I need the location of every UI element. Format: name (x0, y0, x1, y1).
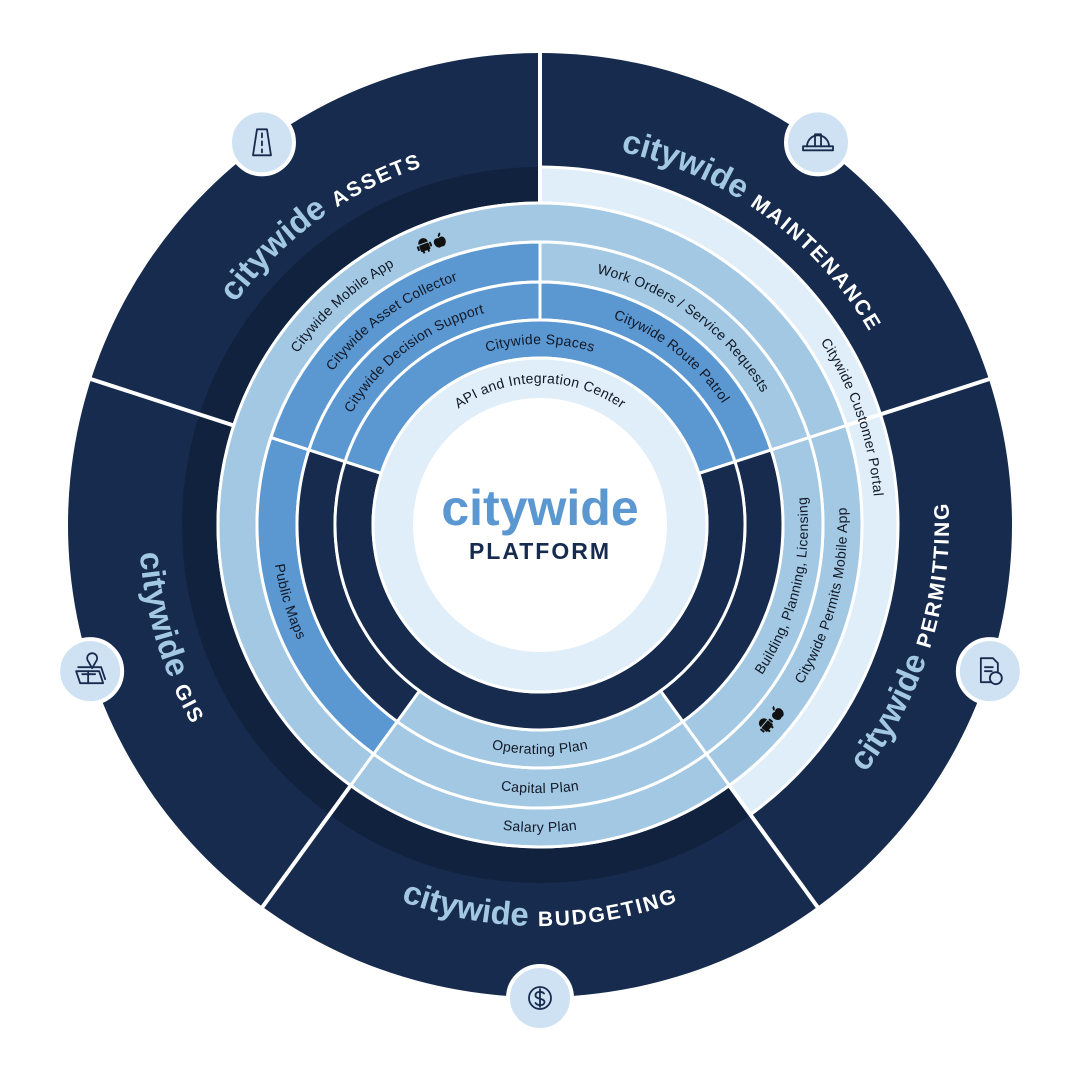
android-icon (758, 718, 774, 733)
product-label-text: Capital Plan (500, 777, 580, 796)
android-icon (416, 238, 433, 254)
product-label-text: Operating Plan (491, 736, 589, 757)
dollar-icon[interactable] (506, 964, 574, 1032)
module-divider (845, 376, 993, 428)
module-divider (259, 784, 353, 911)
platform-icons (758, 705, 784, 733)
platform-core (413, 398, 667, 652)
product-label-operating-plan[interactable]: Operating Plan (491, 736, 589, 757)
module-divider (87, 376, 235, 428)
apple-icon (772, 705, 784, 720)
hard-hat-icon[interactable] (784, 108, 853, 177)
product-label-salary-plan[interactable]: Salary Plan (502, 817, 577, 835)
apple-icon (433, 232, 446, 248)
module-divider (727, 784, 821, 911)
platform-icons (416, 232, 446, 254)
product-label-spaces[interactable]: Citywide Spaces (483, 331, 597, 355)
product-label-text: Citywide Spaces (483, 331, 597, 355)
permit-document-icon[interactable] (955, 637, 1024, 706)
product-label-capital-plan[interactable]: Capital Plan (500, 777, 580, 796)
map-pin-icon[interactable] (56, 637, 125, 706)
platform-brand: citywide (441, 480, 638, 536)
platform-label: PLATFORM (469, 538, 611, 564)
road-icon[interactable] (227, 108, 296, 177)
product-label-text: Salary Plan (502, 817, 577, 835)
